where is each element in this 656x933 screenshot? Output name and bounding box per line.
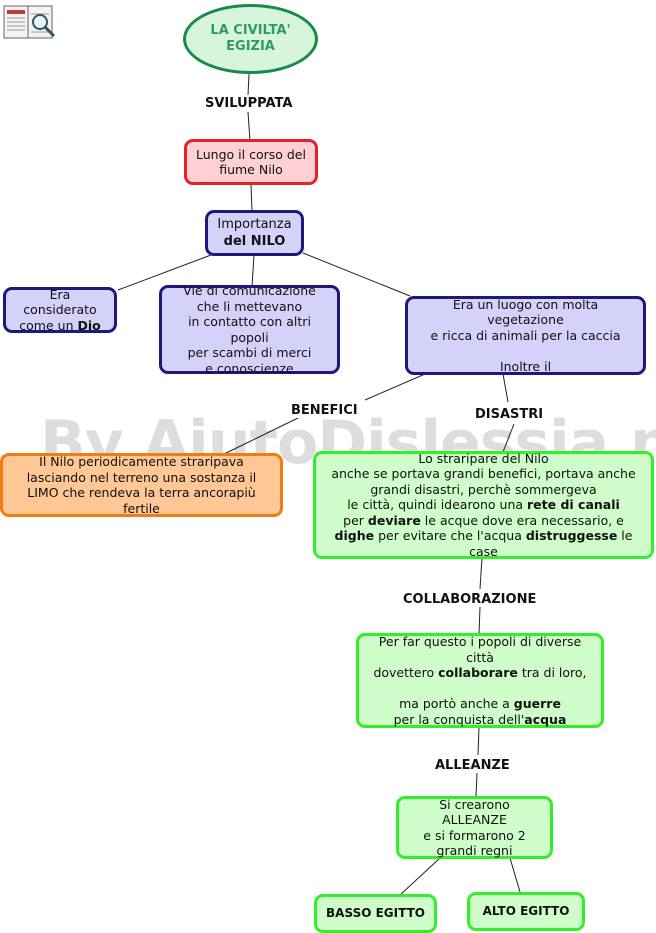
flood-deviare: deviare xyxy=(367,512,421,528)
nilo-course-line-1: Lungo il corso del xyxy=(196,146,306,162)
flood-canals: rete di canali xyxy=(527,497,620,513)
alliances-line-1: Si crearono ALLEANZE xyxy=(439,796,510,828)
vegetation-line-2: e ricca di animali per la caccia xyxy=(430,327,621,343)
limo-line-2: lasciando nel terreno una sostanza il xyxy=(26,469,257,485)
god-line-1: Era considerato xyxy=(23,286,97,318)
cooperation-line-3: ma portò anche a xyxy=(399,696,514,711)
cooperation-line-2-pre: dovettero xyxy=(373,665,439,680)
label-sviluppata: SVILUPPATA xyxy=(202,96,296,111)
flood-line-1: Lo straripare del Nilo xyxy=(418,450,549,466)
flood-line-5-pre: per xyxy=(343,512,368,528)
communication-line-4: per scambi di merci xyxy=(187,345,312,360)
node-communication: Vie di comunicazione che li mettevano in… xyxy=(159,283,340,376)
communication-line-5: e conoscienze xyxy=(205,360,294,376)
cooperation-collaborare: collaborare xyxy=(438,665,518,680)
node-lower-egypt: BASSO EGITTO xyxy=(314,894,437,933)
cooperation-line-2-post: tra di loro, xyxy=(517,665,587,680)
limo-line-3: LIMO che rendeva la terra ancorapiù fert… xyxy=(27,485,256,516)
cooperation-acqua: acqua xyxy=(524,711,567,727)
vegetation-line-1: Era un luogo con molta vegetazione xyxy=(452,296,599,328)
importance-line-2: del NILO xyxy=(223,234,286,249)
node-limo: Il Nilo periodicamente straripava lascia… xyxy=(0,453,283,517)
cooperation-line-1: Per far questo i popoli di diverse città xyxy=(378,634,582,665)
node-alliances: Si crearono ALLEANZE e si formarono 2 gr… xyxy=(396,796,553,859)
cooperation-line-4: per la conquista dell' xyxy=(393,711,525,727)
flood-line-3: grandi disastri, perchè sommergeva xyxy=(370,481,597,497)
nilo-course-line-2: fiume Nilo xyxy=(219,162,283,177)
limo-line-1: Il Nilo periodicamente straripava xyxy=(39,454,244,469)
flood-line-6-post: le case xyxy=(469,528,633,559)
node-upper-egypt: ALTO EGITTO xyxy=(467,892,585,931)
alliances-line-3: grandi regni xyxy=(436,843,513,858)
vegetation-line-3: Inoltre il xyxy=(499,358,552,374)
alliances-line-2: e si formarono 2 xyxy=(423,827,526,843)
flood-dighe: dighe xyxy=(334,528,375,544)
node-vegetation: Era un luogo con molta vegetazione e ric… xyxy=(405,296,646,375)
label-collaborazione: COLLABORAZIONE xyxy=(400,592,540,607)
label-benefici: BENEFICI xyxy=(288,403,361,418)
importance-line-1: Importanza xyxy=(217,217,292,232)
flood-line-5-post: le acque dove era necessario, e xyxy=(420,512,624,528)
label-disastri: DISASTRI xyxy=(472,407,547,422)
node-importance: Importanza del NILO xyxy=(205,210,304,256)
book-magnifier-icon xyxy=(3,5,56,39)
title-line-2: EGIZIA xyxy=(226,39,275,54)
flood-distruggesse: distruggesse xyxy=(525,528,618,544)
communication-line-3: in contatto con altri popoli xyxy=(188,314,311,345)
communication-line-1: Vie di comunicazione xyxy=(183,283,316,298)
cooperation-guerre: guerre xyxy=(513,696,561,711)
flood-line-4: le città, quindi idearono una xyxy=(347,497,528,513)
flood-line-6-mid: per evitare che l'acqua xyxy=(374,528,526,544)
title-node: LA CIVILTA'EGIZIA xyxy=(183,4,318,74)
communication-line-2: che li mettevano xyxy=(196,298,303,314)
label-alleanze: ALLEANZE xyxy=(432,758,513,773)
title-line-1: LA CIVILTA' xyxy=(210,23,291,38)
flood-line-2: anche se portava grandi benefici, portav… xyxy=(331,466,636,482)
node-cooperation: Per far questo i popoli di diverse città… xyxy=(356,633,604,728)
god-bold: Dio xyxy=(77,317,101,333)
god-line-2: come un xyxy=(19,317,78,333)
node-flood: Lo straripare del Nilo anche se portava … xyxy=(313,451,654,559)
